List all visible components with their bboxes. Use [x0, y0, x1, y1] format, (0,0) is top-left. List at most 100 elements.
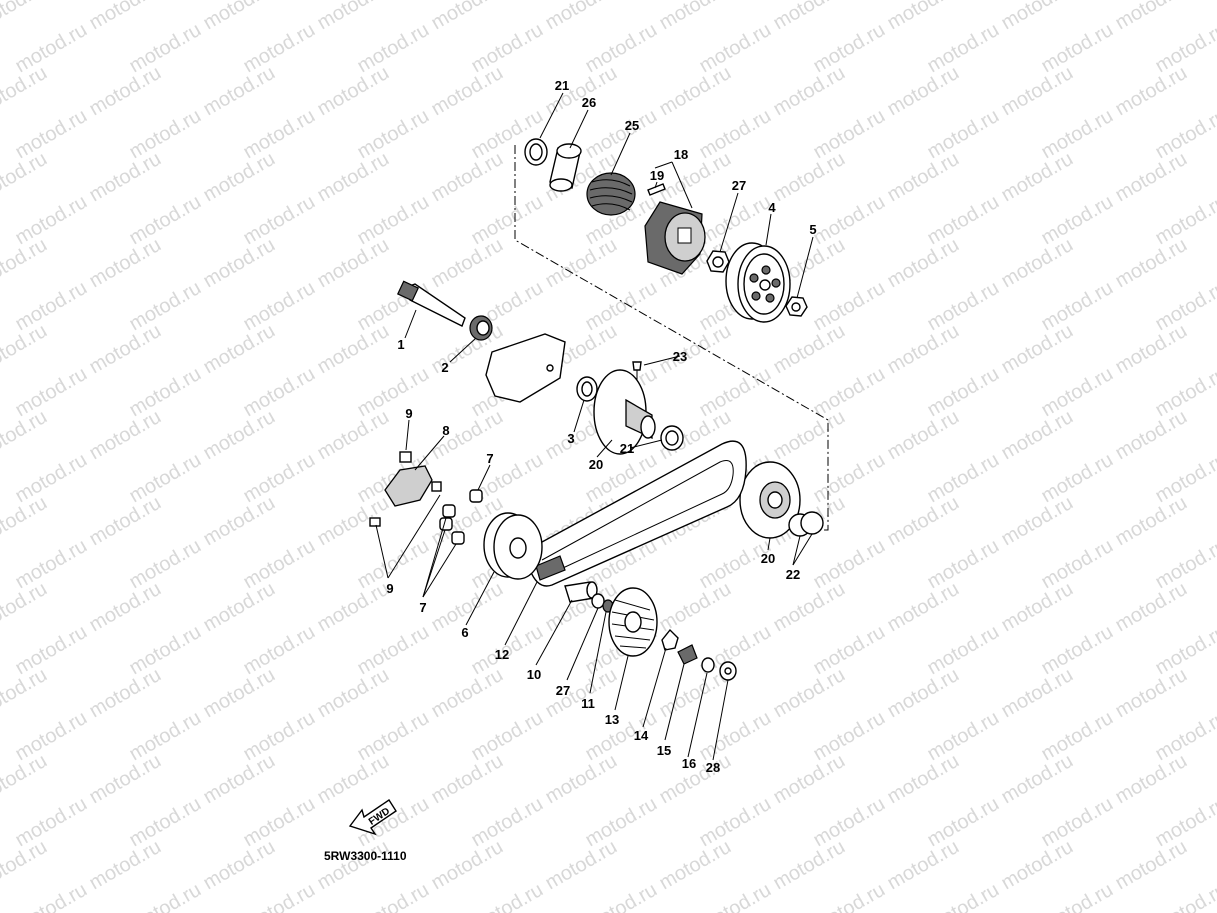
part-7-rollers [439, 489, 483, 545]
watermark-text: motod.ru [86, 836, 165, 895]
watermark-text: motod.ru [354, 191, 433, 250]
watermark-text: motod.ru [696, 707, 775, 766]
watermark-text: motod.ru [240, 191, 319, 250]
watermark-text: motod.ru [924, 793, 1003, 852]
part-24-compression-spring [586, 172, 636, 216]
watermark-text: motod.ru [0, 750, 51, 809]
watermark-text: motod.ru [884, 750, 963, 809]
watermark-text: motod.ru [810, 879, 889, 913]
watermark-text: motod.ru [428, 148, 507, 207]
watermark-text: motod.ru [542, 836, 621, 895]
callout-17: 18 [674, 147, 688, 162]
part-20-sliding-sheave [739, 461, 801, 539]
watermark-text: motod.ru [542, 234, 621, 293]
watermark-text: motod.ru [428, 406, 507, 465]
part-13-fan-pulley [608, 587, 658, 657]
part-19-fixed-sheave [593, 369, 656, 455]
part-15-washer [677, 644, 698, 665]
watermark-text: motod.ru [200, 0, 279, 34]
watermark-text: motod.ru [314, 664, 393, 723]
watermark-text: motod.ru [240, 449, 319, 508]
watermark-text: motod.ru [0, 492, 51, 551]
watermark-text: motod.ru [810, 793, 889, 852]
callout-15: 15 [657, 743, 671, 758]
watermark-text: motod.ru [0, 406, 51, 465]
part-25-collar [549, 143, 582, 192]
watermark-text: motod.ru [240, 535, 319, 594]
watermark-text: motod.ru [810, 105, 889, 164]
watermark-text: motod.ru [12, 879, 91, 913]
callout-9-upper: 9 [405, 406, 412, 421]
watermark-text: motod.ru [428, 664, 507, 723]
watermark-text: motod.ru [998, 320, 1077, 379]
watermark-text: motod.ru [696, 879, 775, 913]
part-17-clutch-carrier [644, 201, 706, 275]
callout-12: 12 [495, 647, 509, 662]
watermark-text: motod.ru [314, 578, 393, 637]
watermark-text: motod.ru [1152, 707, 1217, 766]
callout-3: 3 [567, 431, 574, 446]
watermark-text: motod.ru [200, 148, 279, 207]
part-3-washer [576, 376, 598, 402]
watermark-text: motod.ru [998, 750, 1077, 809]
watermark-text: motod.ru [200, 62, 279, 121]
watermark-text: motod.ru [240, 277, 319, 336]
watermark-text: motod.ru [810, 363, 889, 422]
watermark-text: motod.ru [1038, 19, 1117, 78]
watermark-text: motod.ru [1112, 0, 1191, 34]
watermark-text: motod.ru [0, 148, 51, 207]
watermark-text: motod.ru [354, 621, 433, 680]
watermark-text: motod.ru [1152, 19, 1217, 78]
watermark-text: motod.ru [126, 707, 205, 766]
watermark-text: motod.ru [1112, 578, 1191, 637]
callout-18: 19 [650, 168, 664, 183]
callout-2: 2 [441, 360, 448, 375]
callout-7-lower: 7 [419, 600, 426, 615]
callout-28: 28 [706, 760, 720, 775]
watermark-text: motod.ru [582, 19, 661, 78]
watermark-text: motod.ru [314, 234, 393, 293]
watermark-text: motod.ru [126, 363, 205, 422]
watermark-text: motod.ru [1112, 750, 1191, 809]
part-8-cam [369, 451, 442, 527]
diagram-code: 5RW3300-1110 [324, 849, 407, 863]
watermark-text: motod.ru [86, 62, 165, 121]
part-2-bearing [469, 315, 493, 341]
part-22-o-rings [788, 511, 824, 537]
watermark-text: motod.ru [656, 578, 735, 637]
watermark-text: motod.ru [126, 277, 205, 336]
watermark-text: motod.ru [314, 62, 393, 121]
watermark-text: motod.ru [200, 578, 279, 637]
watermark-text: motod.ru [1038, 449, 1117, 508]
watermark-text: motod.ru [86, 0, 165, 34]
watermark-text: motod.ru [770, 664, 849, 723]
watermark-text: motod.ru [86, 148, 165, 207]
watermark-text: motod.ru [86, 406, 165, 465]
watermark-text: motod.ru [1038, 105, 1117, 164]
watermark-text: motod.ru [998, 578, 1077, 637]
watermark-text: motod.ru [770, 578, 849, 637]
watermark-text: motod.ru [86, 664, 165, 723]
watermark-text: motod.ru [1038, 707, 1117, 766]
watermark-text: motod.ru [240, 793, 319, 852]
callout-10: 10 [527, 667, 541, 682]
watermark-text: motod.ru [468, 879, 547, 913]
watermark-text: motod.ru [86, 578, 165, 637]
watermark-text: motod.ru [810, 277, 889, 336]
watermark-text: motod.ru [656, 836, 735, 895]
callout-16: 16 [682, 756, 696, 771]
leader-lines [375, 92, 814, 761]
watermark-text: motod.ru [542, 0, 621, 34]
callout-9-lower: 9 [386, 581, 393, 596]
callout-19: 20 [589, 457, 603, 472]
watermark-text: motod.ru [428, 62, 507, 121]
part-26-nut [706, 250, 730, 273]
watermark-text: motod.ru [770, 406, 849, 465]
watermark-text: motod.ru [1152, 191, 1217, 250]
watermark-text: motod.ru [1152, 449, 1217, 508]
callout-8: 8 [442, 423, 449, 438]
watermark-text: motod.ru [924, 277, 1003, 336]
watermark-text: motod.ru [1112, 406, 1191, 465]
watermark-text: motod.ru [354, 19, 433, 78]
watermark-text: motod.ru [200, 836, 279, 895]
